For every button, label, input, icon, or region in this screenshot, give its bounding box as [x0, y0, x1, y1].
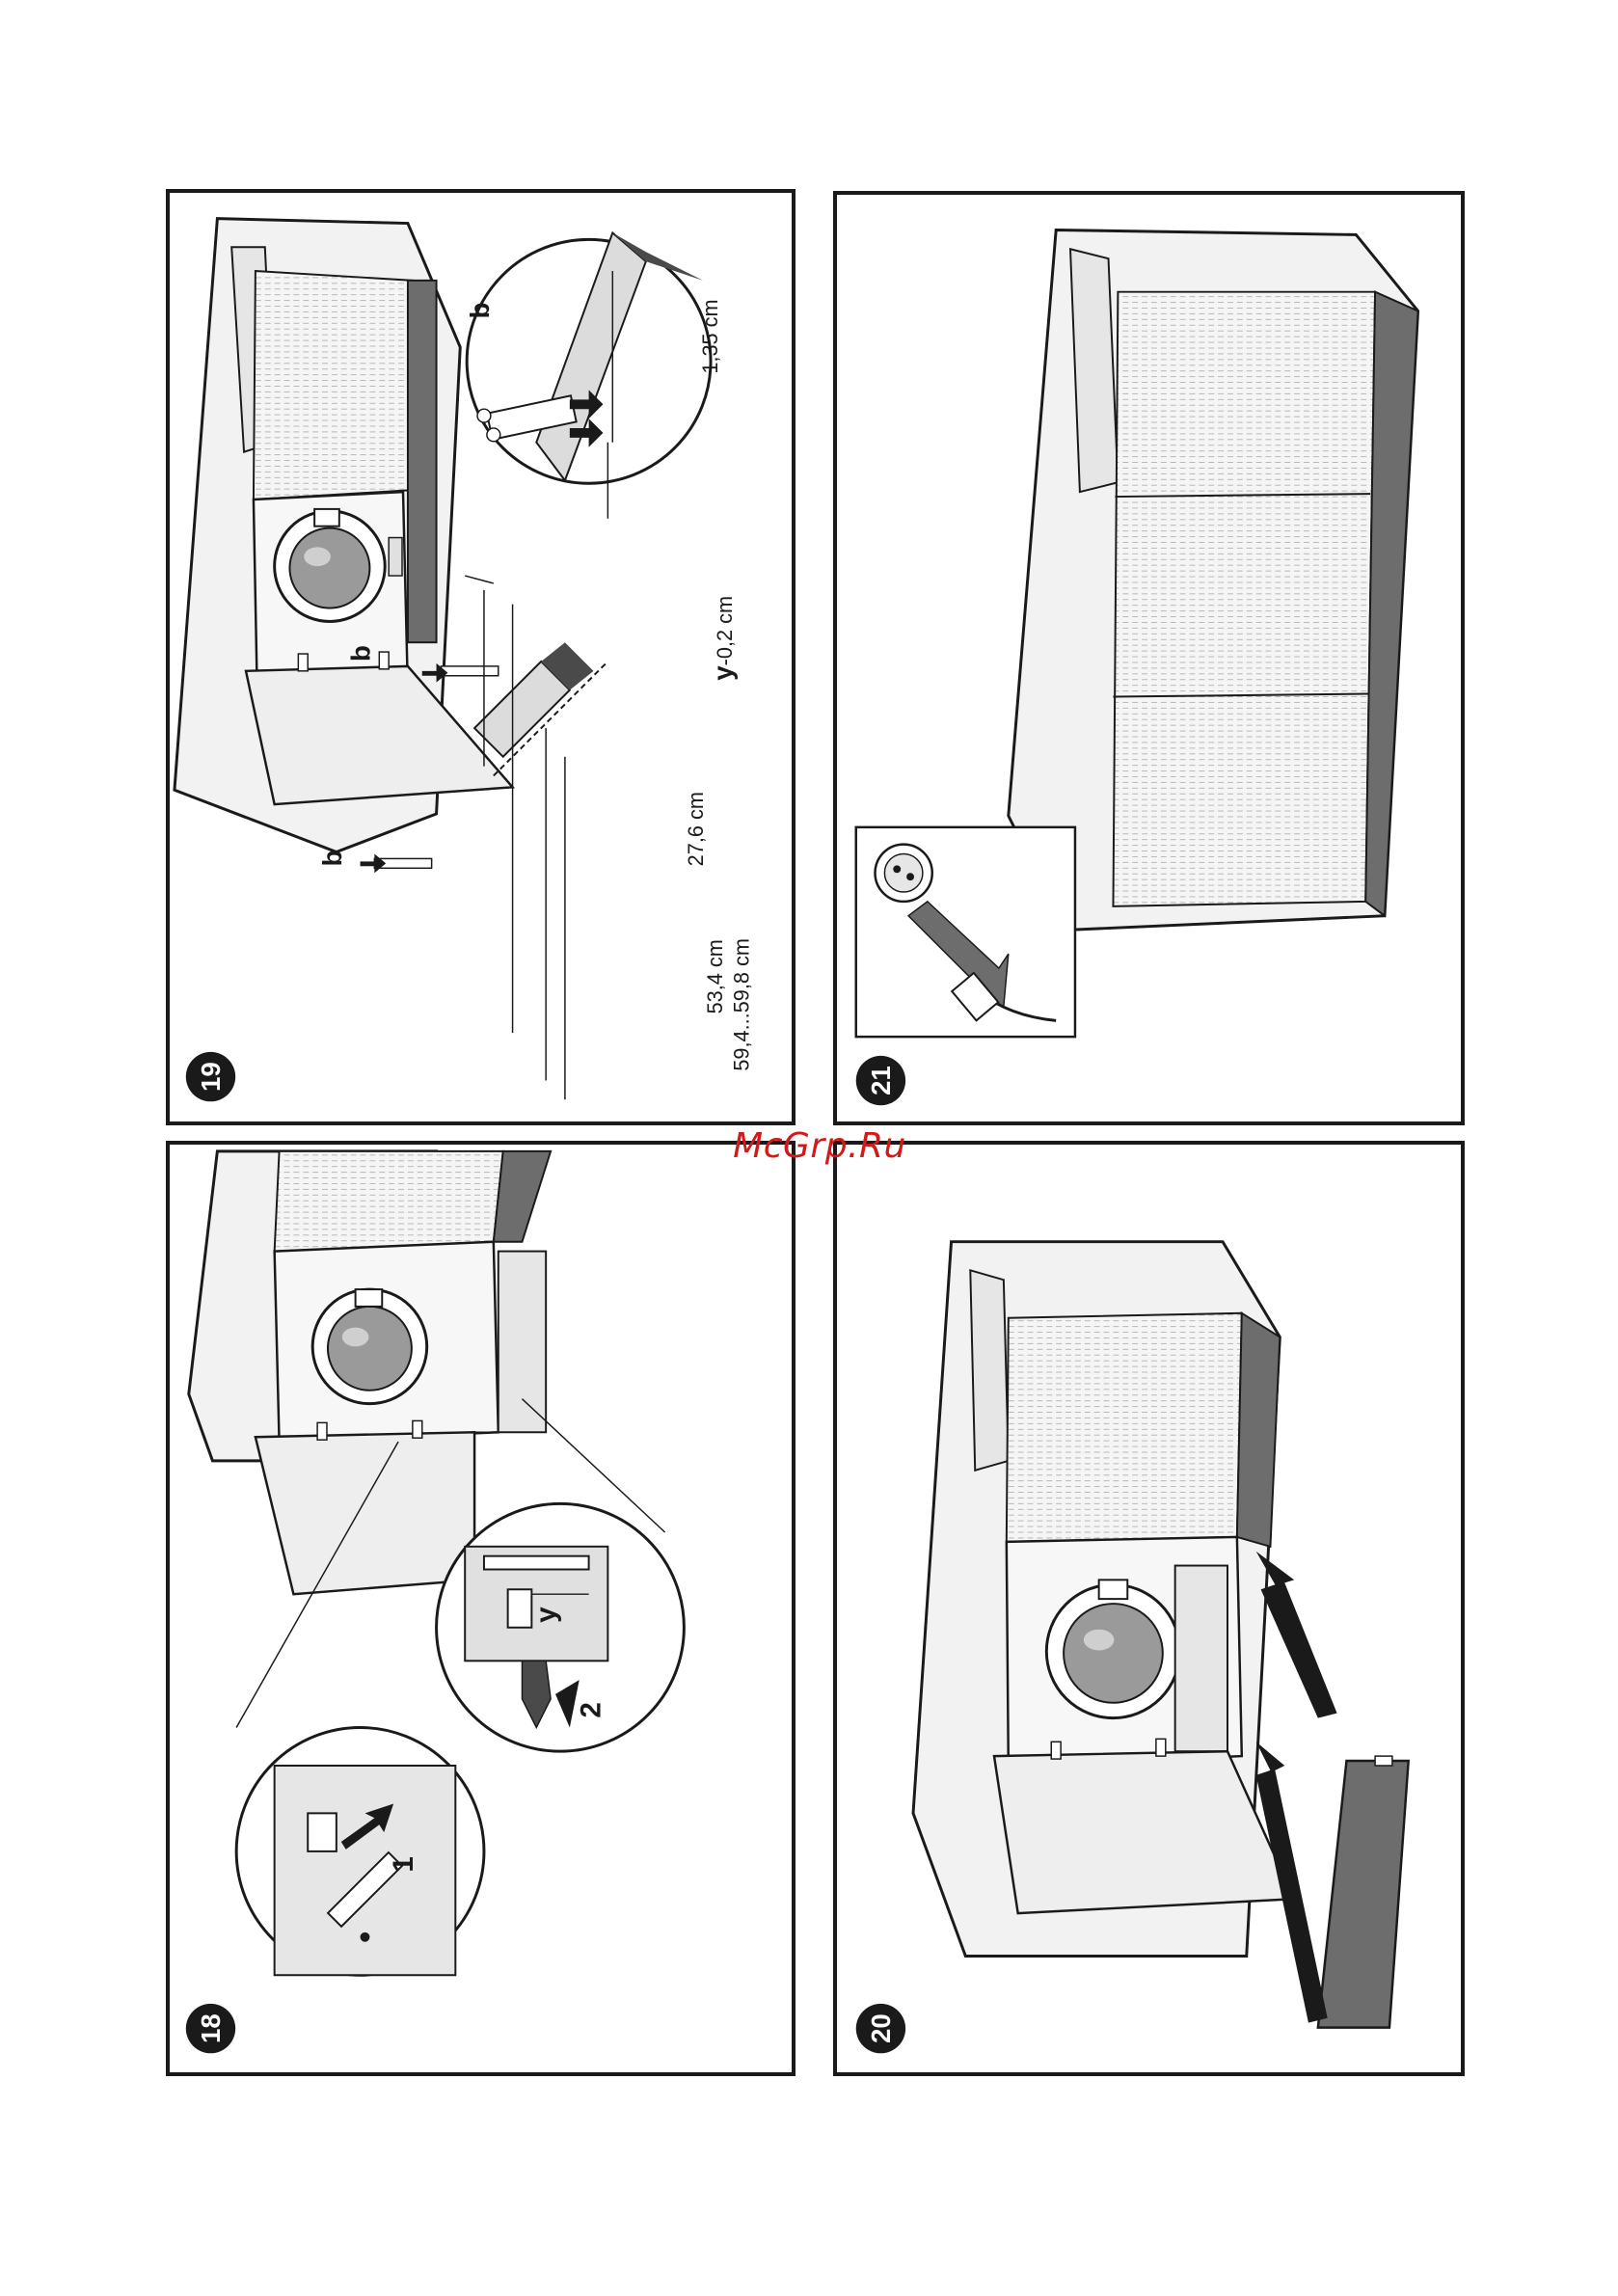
figure-19-drawing: b b b 1,35 cm y-0,2 cm 27,6 cm 53,4 cm 5… — [170, 193, 792, 1121]
step-label-1: 1 — [388, 1856, 419, 1872]
figure-number: 20 — [866, 2013, 896, 2043]
figure-number-badge: 20 — [856, 2004, 905, 2053]
figure-20-panel: 20 — [833, 1141, 1465, 2076]
plinth-panel-illustration — [1256, 1552, 1409, 2028]
dimension-label-59-4-59-8: 59,4...59,8 cm — [730, 938, 754, 1071]
figure-number-badge: 18 — [186, 2004, 235, 2053]
figure-number: 19 — [196, 1062, 226, 1092]
fastener-label-low: b — [317, 850, 347, 866]
figure-19-panel: b b b 1,35 cm y-0,2 cm 27,6 cm 53,4 cm 5… — [166, 189, 796, 1125]
cabinet-illustration — [1009, 230, 1418, 930]
power-socket-inset — [856, 827, 1075, 1037]
fastener-label-top: b — [465, 302, 495, 318]
washing-machine-illustration — [275, 1242, 547, 1442]
detail-zoom-circle — [467, 232, 711, 483]
figure-21-drawing: 21 — [837, 195, 1461, 1121]
watermark-text: McGrp.Ru — [714, 1126, 926, 1166]
dimension-label-53-4: 53,4 cm — [703, 939, 727, 1013]
figure-number-badge: 21 — [856, 1056, 905, 1105]
figure-20-drawing: 20 — [837, 1145, 1461, 2072]
dimension-label-1-35: 1,35 cm — [698, 299, 722, 373]
washing-machine-illustration — [1007, 1537, 1242, 1766]
figure-21-panel: 21 — [833, 191, 1465, 1125]
fastener-label-mid: b — [345, 645, 375, 662]
figure-18-panel: 1 2 y 18 — [166, 1141, 796, 2076]
dimension-label-y: y-0,2 cm — [708, 596, 738, 681]
step-label-2: 2 — [575, 1702, 607, 1717]
figure-18-drawing: 1 2 y 18 — [170, 1145, 792, 2072]
figure-number: 21 — [866, 1066, 896, 1095]
figure-number-badge: 19 — [186, 1052, 235, 1101]
dimension-label-y: y — [530, 1607, 562, 1623]
hinged-door-illustration — [256, 1420, 474, 1594]
dimension-label-27-6: 27,6 cm — [684, 792, 708, 866]
figure-number: 18 — [196, 2013, 226, 2043]
